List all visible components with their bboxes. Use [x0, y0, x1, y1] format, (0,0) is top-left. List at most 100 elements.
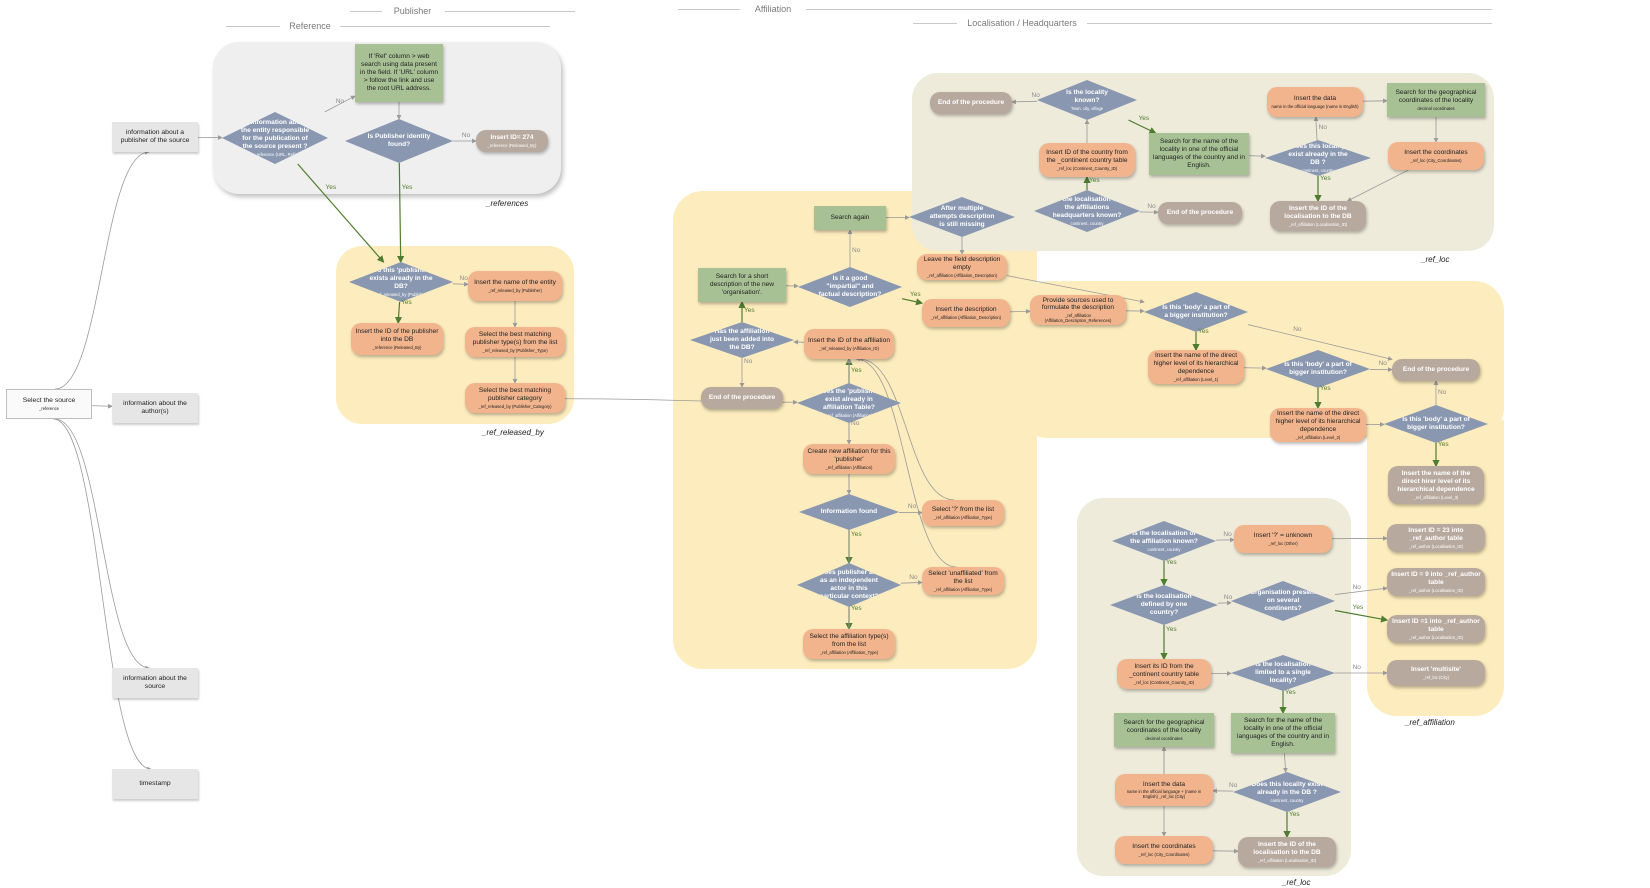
node-insert-1: Insert ID =1 into _ref_author table_ref_… [1387, 615, 1485, 643]
node-subtext: _ref_author (Localisation_ID) [1408, 543, 1463, 549]
node-subtext: continent, country [1270, 797, 1304, 803]
node-text: Information found [820, 508, 878, 516]
node-subtext: decimal coordinates [1417, 105, 1455, 111]
label-ref-released-by: _ref_released_by [482, 428, 544, 437]
edge-label: No [1352, 583, 1361, 591]
node-text: Has the affiliation just been added into… [709, 328, 775, 351]
node-search-short-desc: Search for a short description of the ne… [698, 268, 786, 302]
node-text: Insert the ID of the localisation to the… [1284, 205, 1352, 220]
node-text: timestamp [139, 779, 171, 787]
node-select-publisher-type: Select the best matching publisher type(… [465, 327, 565, 357]
node-text: End of the procedure [937, 99, 1005, 107]
node-text: Is the localisation of the affiliation k… [1130, 530, 1198, 545]
node-text: End of the procedure [708, 394, 776, 402]
node-subtext: _ref_affiliation (Localisation_ID) [1288, 221, 1348, 227]
edge-label: Yes [1138, 114, 1150, 122]
node-info-source: information about the source [112, 668, 198, 698]
node-subtext: _ref_affiliation (Affiliation_Descriptio… [930, 314, 1002, 320]
node-subtext: _ref_loc (Continent_Country_ID) [1133, 679, 1195, 685]
node-text: Is the locality known? [1066, 89, 1108, 104]
node-search-name-top: Search for the name of the locality in o… [1149, 133, 1249, 175]
node-subtext: _ref_affiliation (Localisation_ID) [1257, 857, 1317, 863]
node-select-question: Select '?' from the list_ref_affiliation… [922, 500, 1004, 526]
edge-label: Yes [1198, 328, 1209, 336]
node-subtext: _reference (Released_By) [372, 344, 422, 350]
node-text: information about the author(s) [123, 399, 187, 415]
node-end-proc-top2: End of the procedure [1158, 202, 1242, 224]
edge-label: No [335, 98, 345, 106]
node-info-author: information about the author(s) [112, 393, 198, 423]
node-timestamp: timestamp [112, 769, 198, 799]
node-insert-higher3: Insert the name of the direct hirer leve… [1388, 466, 1484, 504]
node-subtext: _ref_released_by (Publisher) [374, 291, 428, 297]
node-text: Insert the name of the direct higher lev… [1275, 410, 1361, 433]
node-text: Insert the coordinates [1404, 149, 1468, 157]
node-search-again: Search again [814, 206, 886, 230]
node-search-geo-bot: Search for the geographical coordinates … [1114, 713, 1214, 747]
node-subtext: _ref_affiliation (Level_1) [1173, 376, 1219, 382]
node-subtext: _ref_released_by (Publisher_Type) [482, 347, 548, 353]
node-insert-multisite: Insert 'multisite'_ref_loc (City) [1387, 660, 1485, 686]
node-text: Search for the name of the locality in o… [1153, 138, 1246, 169]
node-text: Does publisher act as an independent act… [819, 569, 879, 600]
node-text: Select 'unaffiliated' from the list [928, 570, 998, 585]
edge-label: Yes [851, 604, 862, 612]
header-reference: Reference [289, 21, 331, 31]
edge-label: Yes [851, 366, 862, 374]
node-provide-sources: Provide sources used to formulate the de… [1030, 295, 1126, 325]
loc-bottom-region [1077, 498, 1351, 876]
node-insert-aff-id: Insert the ID of the affiliation_ref_rel… [804, 329, 894, 359]
edge-label: No [1223, 594, 1233, 602]
node-subtext: _ref_affiliation (Level_2) [1295, 434, 1341, 440]
node-text: Search for the geographical coordinates … [1395, 89, 1477, 104]
edge-label: Yes [744, 307, 755, 314]
node-text: Does this locality exist already in the … [1288, 143, 1348, 166]
node-select-unaffiliated: Select 'unaffiliated' from the list_ref_… [922, 567, 1004, 595]
edge-label: Yes [1320, 385, 1331, 392]
node-text: End of the procedure [1166, 209, 1234, 217]
node-subtext: _ref_loc (Continent_Country_ID) [1056, 165, 1118, 171]
node-text: Is this 'body' a part of a bigger instit… [1162, 304, 1230, 319]
node-text: Insert the description [935, 306, 997, 314]
node-text: After multiple attempts description is s… [929, 205, 995, 228]
node-subtext: continent, country [1070, 220, 1104, 226]
node-subtext: continent, country [1301, 167, 1335, 173]
node-subtext: Town, city, village [1070, 105, 1104, 111]
node-select-publisher-category: Select the best matching publisher categ… [465, 383, 565, 413]
node-create-new-aff: Create new affiliation for this 'publish… [803, 444, 895, 474]
edge-label: No [461, 132, 471, 139]
label-ref-loc-top: _ref_loc [1421, 255, 1450, 264]
node-text: Do this 'publisher' exists already in th… [369, 267, 433, 290]
node-subtext: _reference [38, 406, 60, 412]
node-end-proc-aff: End of the procedure [701, 387, 783, 409]
node-text: End of the procedure [1402, 366, 1470, 374]
edge-label: Yes [1089, 177, 1100, 185]
edge-label: No [1229, 782, 1238, 790]
node-text: Select the source [22, 396, 76, 404]
header-affiliation: Affiliation [754, 4, 792, 14]
node-text: Insert 'multisite' [1410, 666, 1462, 674]
node-text: Insert the name of the entity [474, 279, 556, 287]
node-subtext: _ref_affiliation (Affiliation_Descriptio… [926, 272, 998, 278]
node-text: Does the 'publisher' exist already in af… [817, 388, 881, 411]
node-text: Search again [830, 214, 870, 222]
node-subtext: name in the official language + (name in… [1126, 789, 1202, 800]
node-text: Search for the name of the locality in o… [1236, 717, 1329, 748]
node-text: Is the localisation defined by one count… [1136, 593, 1192, 616]
node-subtext: _ref_loc (Other) [1268, 540, 1298, 546]
node-end-proc-top1: End of the procedure [930, 92, 1012, 114]
edge-label: No [907, 503, 917, 511]
node-text: Leave the field description empty [923, 256, 1001, 271]
node-subtext: continent, country [1147, 546, 1181, 552]
edge-label: No [1293, 326, 1302, 333]
edge-label: No [459, 274, 468, 282]
edge-label: No [1031, 92, 1040, 100]
header-line [806, 9, 1492, 10]
node-subtext: _ref_released_by (Publisher_Category) [478, 403, 552, 409]
edge-label: No [1438, 388, 1447, 396]
edge-label: No [909, 573, 918, 581]
node-web-search: If 'Ref' column > web search using data … [355, 44, 443, 102]
node-text: Does this locality exist already in the … [1251, 781, 1323, 796]
